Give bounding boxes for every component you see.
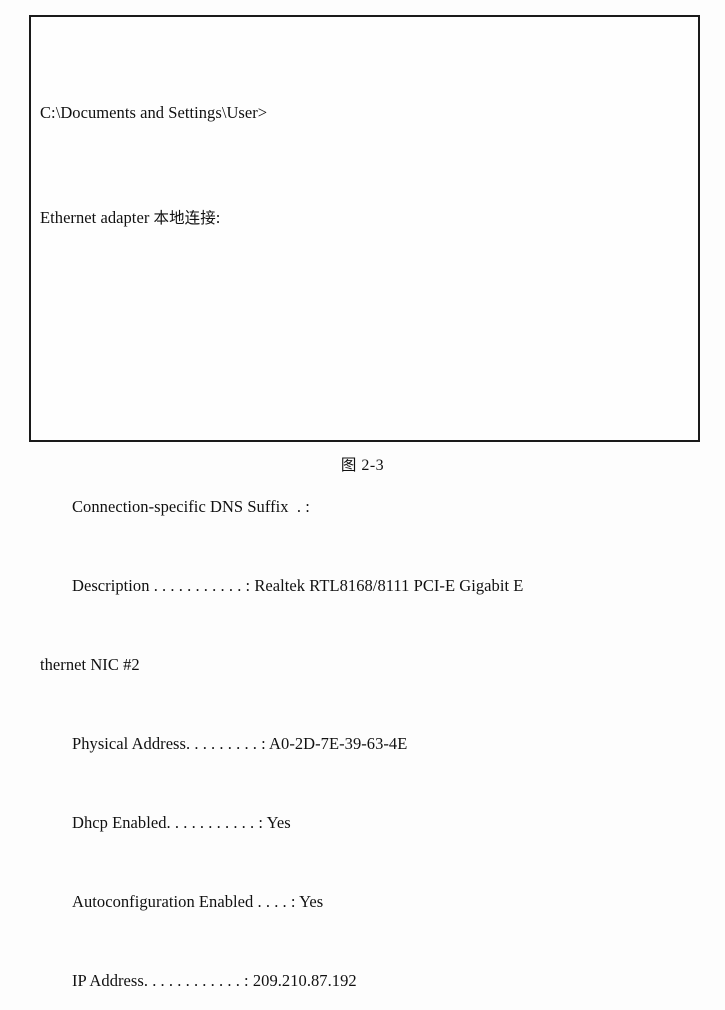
blank-line-1: [40, 310, 694, 336]
prompt-text: C:\Documents and Settings\User>: [40, 102, 268, 122]
config-line-description: Description . . . . . . . . . . . : Real…: [72, 576, 524, 596]
config-line-dns-suffix: Connection-specific DNS Suffix . :: [72, 497, 310, 517]
config-line-autoconfiguration-enabled: Autoconfiguration Enabled . . . . : Yes: [72, 891, 324, 911]
adapter-label-chinese: 本地连接: [153, 209, 216, 228]
adapter-label-english: Ethernet adapter: [40, 208, 154, 228]
adapter-heading-line: Ethernet adapter 本地连接:: [40, 205, 694, 231]
figure-caption-value: 2-3: [361, 457, 385, 474]
config-line-physical-address: Physical Address. . . . . . . . . : A0-2…: [72, 734, 408, 754]
config-line-dhcp-enabled: Dhcp Enabled. . . . . . . . . . . : Yes: [72, 812, 291, 832]
adapter-label-colon: :: [215, 208, 221, 228]
figure-caption-prefix: 图: [340, 456, 357, 474]
command-prompt-line: C:\Documents and Settings\User>: [40, 100, 694, 126]
figure-caption: 图 2-3: [0, 453, 725, 475]
console-output-text: C:\Documents and Settings\User> Ethernet…: [40, 21, 694, 1010]
console-output-figure-box: C:\Documents and Settings\User> Ethernet…: [29, 15, 700, 990]
blank-line-2: [40, 389, 694, 415]
config-line-description-wrap: thernet NIC #2: [40, 655, 140, 675]
config-line-ip-address: IP Address. . . . . . . . . . . . : 209.…: [72, 970, 357, 990]
